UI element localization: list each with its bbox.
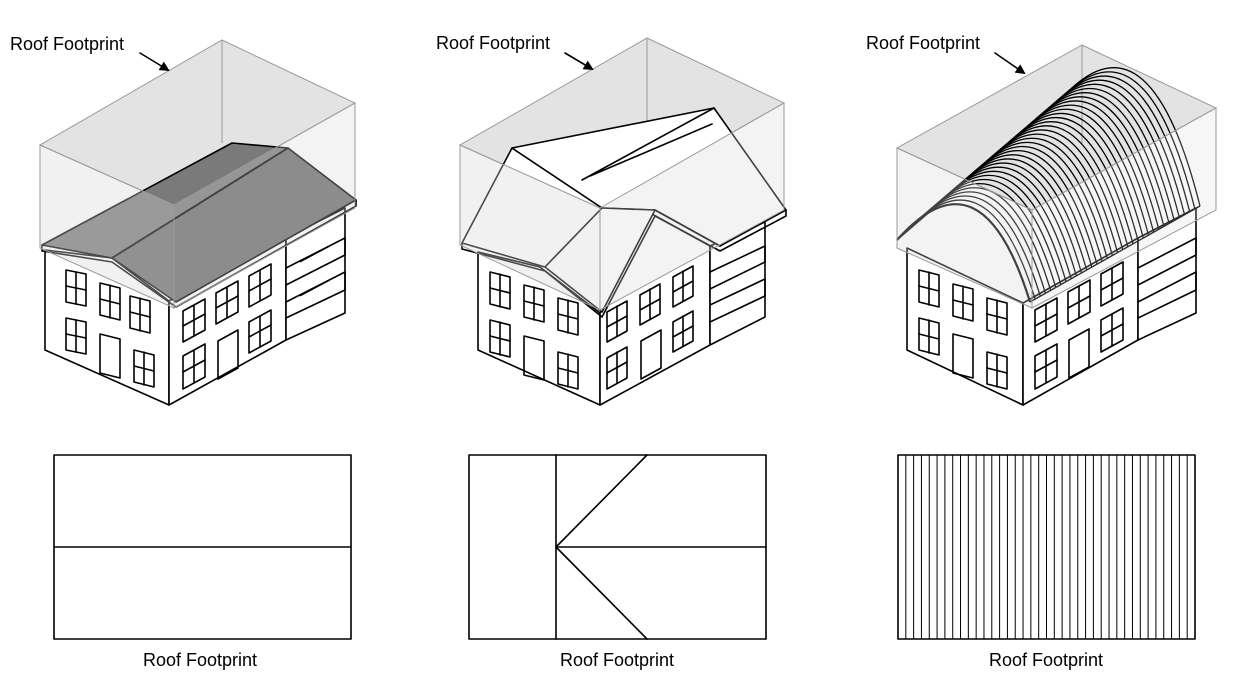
roof-rib xyxy=(1056,71,1196,210)
front-wall-windows xyxy=(1034,261,1124,390)
roof-eave xyxy=(896,97,1063,241)
roof-rib xyxy=(1051,75,1191,212)
caption: Roof Footprint xyxy=(560,650,674,670)
roof-rib xyxy=(1016,104,1155,233)
barrel-roof xyxy=(896,67,1201,303)
end-wall-windows xyxy=(918,269,1008,390)
roof-rib xyxy=(1041,83,1181,218)
roof-rib xyxy=(1011,108,1150,236)
roof-rib xyxy=(1021,100,1160,230)
ghost-footprint-front xyxy=(896,107,1217,309)
callout-label: Roof Footprint xyxy=(866,33,980,53)
balcony-block xyxy=(1137,207,1197,341)
roof-rib xyxy=(896,203,1032,303)
callout-arrow xyxy=(994,52,1026,75)
panel-cross-gable: Roof Footprint Roof Footprint xyxy=(436,33,787,670)
gable-end-windows xyxy=(65,269,155,388)
front-wall-windows xyxy=(606,265,694,390)
end-wall-windows xyxy=(489,271,579,390)
front-wall-windows xyxy=(182,263,272,390)
callout-label: Roof Footprint xyxy=(10,34,124,54)
callout-arrow xyxy=(139,52,170,72)
plan-view-cross-gable xyxy=(468,454,767,640)
building xyxy=(906,207,1197,406)
roof-rib xyxy=(1026,96,1165,227)
roof-rib xyxy=(1046,79,1186,215)
caption: Roof Footprint xyxy=(989,650,1103,670)
roof-eave xyxy=(1029,205,1201,303)
callout-arrow xyxy=(564,52,594,71)
plan-view-barrel xyxy=(897,454,1196,640)
roof-rib xyxy=(1061,67,1201,207)
plan-view-gable xyxy=(53,454,352,640)
callout-label: Roof Footprint xyxy=(436,33,550,53)
caption: Roof Footprint xyxy=(143,650,257,670)
panel-barrel: Roof Footprint Roof Footprint xyxy=(866,33,1218,670)
ghost-footprint-front xyxy=(39,102,356,309)
panel-gable: Roof Footprint Roof Footprint xyxy=(10,34,357,670)
ghost-footprint-front xyxy=(459,102,785,311)
